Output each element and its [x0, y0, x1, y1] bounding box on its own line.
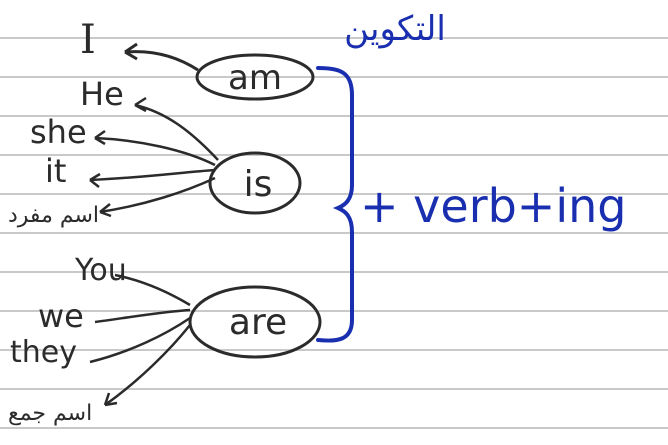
title-arabic: التكوين — [344, 9, 446, 49]
arrows-are — [89, 273, 191, 407]
verb-is: is — [244, 164, 273, 205]
subject-he: He — [80, 75, 124, 113]
arrows-am — [124, 42, 199, 72]
subject-they: they — [10, 335, 77, 370]
curly-brace — [316, 66, 354, 343]
verb-am: am — [228, 58, 282, 98]
subject-plural-noun: اسم جمع — [8, 401, 92, 426]
subject-singular-noun: اسم مفرد — [8, 203, 99, 228]
subject-she: she — [30, 113, 87, 151]
subject-we: we — [38, 297, 84, 335]
subject-you: You — [74, 253, 127, 288]
verb-are: are — [229, 302, 287, 343]
arrows-is — [89, 96, 219, 218]
am-ellipse — [195, 53, 315, 101]
are-ellipse — [188, 285, 322, 359]
subject-I: I — [80, 17, 96, 63]
is-ellipse — [208, 151, 302, 215]
formula: + verb+ing — [360, 179, 626, 233]
subject-it: it — [45, 152, 66, 190]
